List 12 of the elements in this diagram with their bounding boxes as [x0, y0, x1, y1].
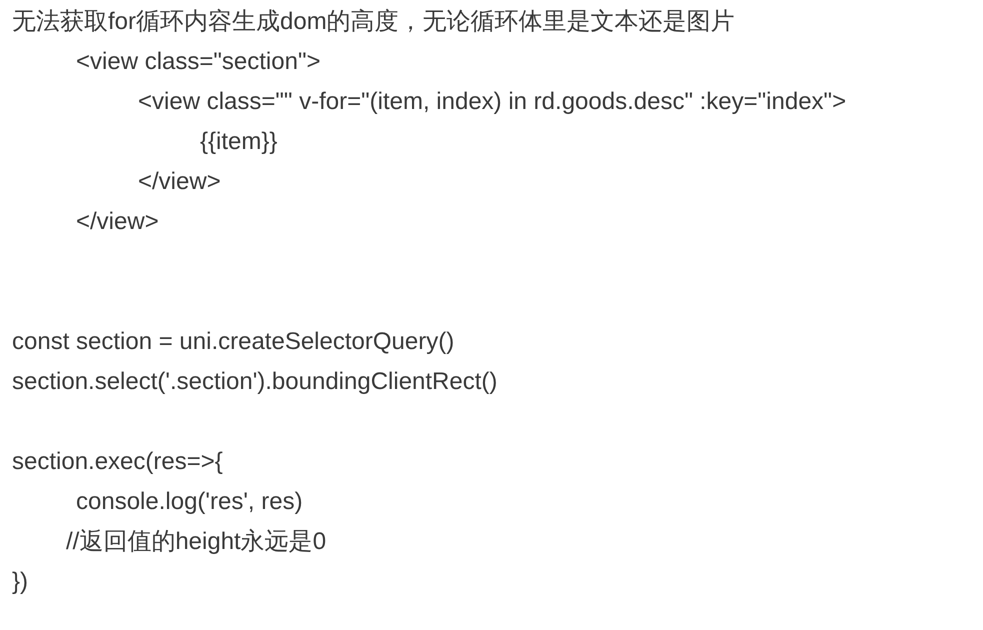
- code-line: <view class="" v-for="(item, index) in rd.goods.desc" :key="index">: [138, 88, 846, 116]
- code-line: const section = uni.createSelectorQuery(): [12, 328, 454, 356]
- heading: 无法获取for循环内容生成dom的高度，无论循环体里是文本还是图片: [12, 8, 735, 36]
- code-line: </view>: [76, 208, 159, 236]
- code-line: </view>: [138, 168, 221, 196]
- code-line: console.log('res', res): [76, 488, 303, 516]
- code-line: section.select('.section').boundingClientRect(): [12, 368, 498, 396]
- code-line: section.exec(res=>{: [12, 448, 223, 476]
- code-line: <view class="section">: [76, 48, 320, 76]
- code-line: {{item}}: [200, 128, 278, 156]
- code-line: }): [12, 568, 28, 596]
- code-comment: //返回值的height永远是0: [66, 528, 326, 556]
